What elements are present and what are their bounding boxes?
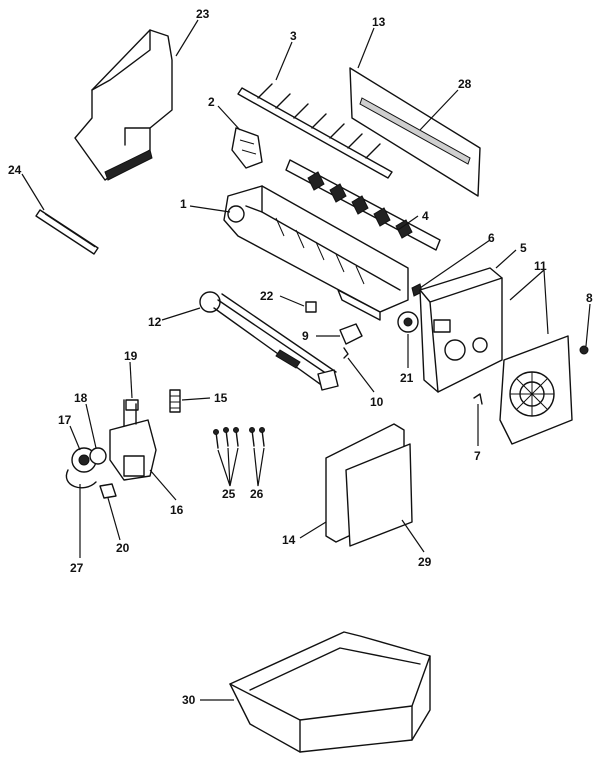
callout-7: 7: [474, 449, 481, 463]
callout-12: 12: [148, 315, 162, 329]
callout-27: 27: [70, 561, 84, 575]
part-21-gear: [397, 311, 419, 333]
callout-30: 30: [182, 693, 196, 707]
callout-16: 16: [170, 503, 184, 517]
part-10-clip: [343, 347, 349, 359]
callout-2: 2: [208, 95, 215, 109]
callout-28: 28: [458, 77, 472, 91]
part-29-panel: [345, 443, 413, 547]
callout-14: 14: [282, 533, 296, 547]
callout-17: 17: [58, 413, 72, 427]
callout-9: 9: [302, 329, 309, 343]
callout-10: 10: [370, 395, 384, 409]
part-8-screw: [579, 345, 589, 355]
part-22-block: [305, 301, 317, 313]
callout-21: 21: [400, 371, 414, 385]
callout-25: 25: [222, 487, 236, 501]
callout-4: 4: [422, 209, 429, 223]
part-9-bracket: [339, 323, 363, 345]
part-15-fitting: [169, 389, 181, 413]
callout-20: 20: [116, 541, 130, 555]
part-18-nut: [89, 447, 107, 465]
part-7-clip: [473, 393, 483, 405]
callout-13: 13: [372, 15, 386, 29]
part-20-clip: [99, 483, 117, 499]
part-25-screws: [213, 427, 239, 449]
part-12-harness: [199, 291, 339, 391]
part-30-ice-bin: [229, 631, 431, 753]
part-11-mounting-plate: [499, 335, 573, 445]
part-3-stripper: [237, 83, 393, 179]
callout-15: 15: [214, 391, 228, 405]
leader-lines: [21, 19, 591, 701]
callout-5: 5: [520, 241, 527, 255]
part-16-water-valve: [109, 399, 157, 481]
callout-18: 18: [74, 391, 88, 405]
part-27-clamp: [65, 469, 97, 489]
part-2-bracket: [231, 127, 263, 169]
callout-8: 8: [586, 291, 593, 305]
callout-23: 23: [196, 7, 210, 21]
callout-1: 1: [180, 197, 187, 211]
part-26-screws: [249, 427, 265, 447]
callout-22: 22: [260, 289, 274, 303]
callout-6: 6: [488, 231, 495, 245]
callout-3: 3: [290, 29, 297, 43]
callout-29: 29: [418, 555, 432, 569]
part-19-tube: [125, 399, 139, 411]
part-23-shroud: [74, 29, 173, 181]
callout-11: 11: [534, 259, 547, 273]
part-24-rod: [35, 209, 99, 255]
part-28-heater: [359, 97, 471, 165]
callout-24: 24: [8, 163, 22, 177]
callout-19: 19: [124, 349, 138, 363]
callout-labels: 23 13 3 28 2 24 1 4 6 5 11 8 22 12 9 21 …: [8, 7, 593, 707]
part-5-control-housing: [419, 267, 503, 393]
part-1-ice-mold: [223, 185, 409, 321]
callout-26: 26: [250, 487, 264, 501]
